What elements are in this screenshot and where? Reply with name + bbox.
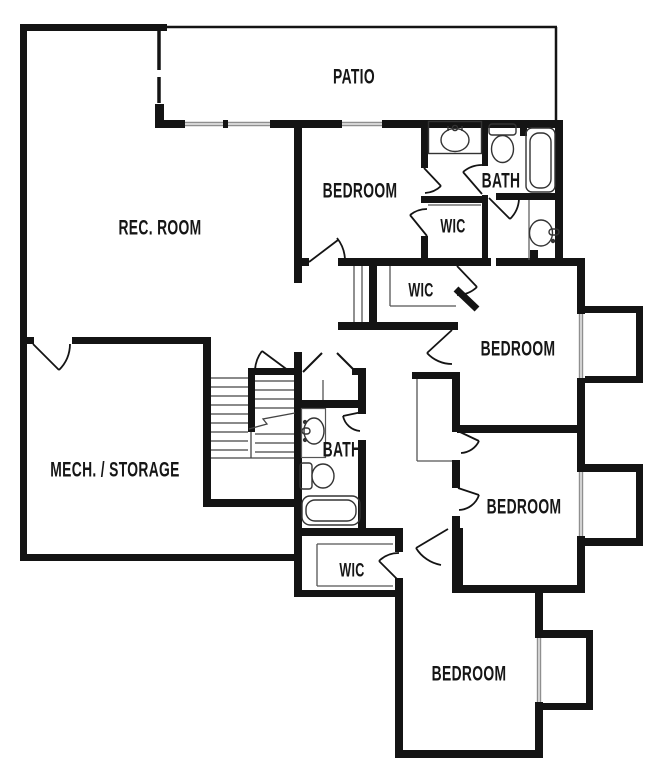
door-swing-icon	[378, 552, 400, 582]
angled-wall	[453, 286, 480, 312]
bathtub-icon	[301, 495, 361, 526]
toilet-icon	[299, 462, 335, 490]
walls	[20, 24, 643, 758]
bay-window-icon	[535, 638, 543, 702]
window-icon	[228, 120, 270, 128]
room-label-mech-storage: MECH. / STORAGE	[50, 458, 180, 482]
door-swing-icon	[426, 329, 453, 365]
door-swing-icon	[423, 167, 442, 194]
door-swing-icon	[462, 164, 483, 195]
door-swing-icon	[254, 350, 290, 372]
window-icon	[342, 120, 382, 128]
room-label-bedroom-bottom: BEDROOM	[431, 662, 507, 686]
windows	[185, 120, 585, 702]
stair-break-line	[248, 412, 296, 430]
double-closet-doors	[302, 352, 357, 373]
door-swing-icon	[32, 343, 71, 371]
door-swing-icon	[457, 487, 480, 511]
sink-icon	[427, 120, 483, 155]
window-icon	[185, 120, 223, 128]
closet-shelves	[316, 204, 481, 587]
room-label-bath-middle: BATH	[322, 438, 362, 462]
door-swing-icon	[308, 237, 346, 263]
room-label-wic-middle: WIC	[408, 280, 434, 302]
room-label-bedroom-top: BEDROOM	[322, 179, 398, 203]
room-label-wic-bottom: WIC	[339, 560, 365, 582]
staircase	[211, 377, 296, 459]
door-swing-icon	[459, 431, 480, 454]
bay-window-icon	[577, 314, 585, 378]
patio-outline	[161, 25, 558, 122]
door-swing-icon	[415, 528, 449, 566]
door-swing-icon	[409, 208, 428, 237]
room-label-wic-top: WIC	[440, 216, 466, 238]
room-label-bedroom-right-upper: BEDROOM	[480, 337, 556, 361]
sink-icon	[300, 407, 327, 459]
bay-window-icon	[577, 472, 585, 536]
door-swing-icon	[488, 197, 520, 220]
door-swings	[32, 164, 520, 582]
room-label-patio: PATIO	[333, 65, 375, 89]
door-swing-icon	[342, 411, 363, 432]
bathtub-icon	[525, 127, 556, 193]
bath-fixtures	[299, 120, 560, 526]
room-label-rec-room: REC. ROOM	[118, 216, 202, 240]
sink-icon	[528, 200, 560, 260]
toilet-icon	[488, 123, 517, 164]
room-label-bedroom-right-middle: BEDROOM	[486, 495, 562, 519]
room-label-bath-top: BATH	[481, 169, 521, 193]
